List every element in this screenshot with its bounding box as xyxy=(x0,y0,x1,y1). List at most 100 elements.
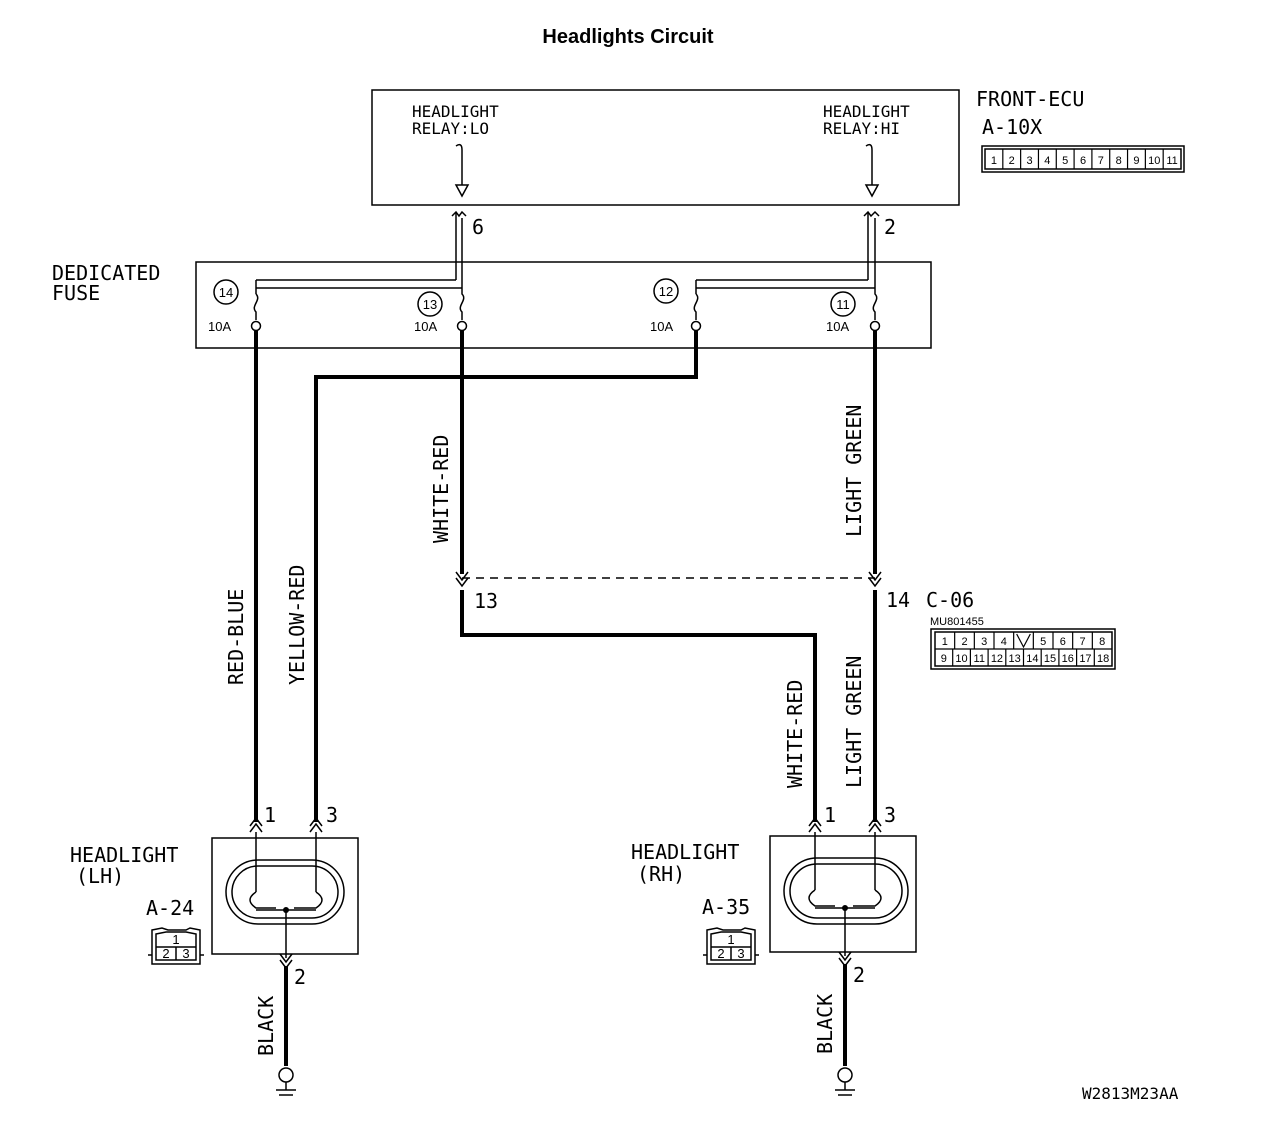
headlight-rh-pin3: 3 xyxy=(884,803,896,827)
fuse-11-number: 11 xyxy=(836,297,850,312)
junction-pin-cell: 2 xyxy=(961,636,967,648)
front-ecu-connector-label: A-10X xyxy=(982,115,1042,139)
relay-lo-arrow-icon xyxy=(454,184,470,198)
ecu-pin-cell: 5 xyxy=(1062,155,1068,167)
junction-pin-cell: 7 xyxy=(1079,636,1085,648)
junction-pin-cell: 8 xyxy=(1099,636,1105,648)
headlight-lh-bulb-icon xyxy=(225,859,345,925)
fuse-13: 13 10A xyxy=(414,288,468,334)
fuse-13-rating: 10A xyxy=(414,319,437,334)
fuse-12: 12 10A xyxy=(650,278,702,334)
ecu-pin-cell: 9 xyxy=(1133,155,1139,167)
junction-pin-cell: 17 xyxy=(1079,653,1091,665)
fuse-14: 14 10A xyxy=(208,279,262,334)
harness-wires xyxy=(254,331,877,822)
headlight-rh: HEADLIGHT (RH) A-35 1 3 2 BLACK 1 xyxy=(631,803,917,1096)
svg-text:2: 2 xyxy=(717,946,724,961)
fuse-label-line2: FUSE xyxy=(52,281,100,305)
fuse-block-box xyxy=(195,261,932,349)
fuse-14-rating: 10A xyxy=(208,319,231,334)
diagram-title: Headlights Circuit xyxy=(542,26,713,48)
fuse-11: 11 10A xyxy=(826,288,881,334)
headlight-rh-pin3-arrow-icon xyxy=(868,816,882,833)
dedicated-fuse-block: DEDICATED FUSE 14 10A 13 10A xyxy=(52,261,932,349)
relay-hi-arrow-stem xyxy=(865,143,873,185)
junction-pin-cell: 18 xyxy=(1097,653,1109,665)
label-red-blue: RED-BLUE xyxy=(224,589,248,685)
relay-lo-arrow-stem xyxy=(455,143,463,185)
svg-text:2: 2 xyxy=(162,946,169,961)
front-ecu-box xyxy=(371,89,960,206)
headlight-rh-label-line2: (RH) xyxy=(637,862,685,886)
ecu-pin-lo: 6 xyxy=(472,215,484,239)
relay-hi-label-line2: RELAY:HI xyxy=(823,119,900,138)
headlight-rh-label-line1: HEADLIGHT xyxy=(631,840,739,864)
headlight-lh-pin3-arrow-icon xyxy=(309,816,323,833)
fuse-label-line1: DEDICATED xyxy=(52,261,160,285)
headlight-lh-pin3: 3 xyxy=(326,803,338,827)
junction-pin-cell: 10 xyxy=(955,653,967,665)
junction-pin-right: 14 xyxy=(886,588,910,612)
relay-lo-label-line1: HEADLIGHT xyxy=(412,102,499,121)
fuse-11-icon xyxy=(872,288,878,320)
headlight-rh-box xyxy=(769,835,917,953)
headlight-lh-label-line2: (LH) xyxy=(76,864,124,888)
headlight-rh-pin1: 1 xyxy=(824,803,836,827)
headlight-rh-connector-label: A-35 xyxy=(702,895,750,919)
ecu-pin-cell: 4 xyxy=(1044,155,1050,167)
junction-pin-cell: 1 xyxy=(942,636,948,648)
svg-text:1: 1 xyxy=(727,932,734,947)
ecu-pin-cell: 7 xyxy=(1098,155,1104,167)
junction-pin-cell: 11 xyxy=(974,653,985,665)
junction-connector-label: C-06 xyxy=(926,588,974,612)
junction-pin-cell: 6 xyxy=(1060,636,1066,648)
junction-pin-cell: 14 xyxy=(1026,653,1038,665)
junction-pin-cell: 15 xyxy=(1044,653,1056,665)
front-ecu: HEADLIGHT RELAY:LO HEADLIGHT RELAY:HI FR… xyxy=(371,87,1185,206)
headlight-lh-pin1: 1 xyxy=(264,803,276,827)
label-yellow-red: YELLOW-RED xyxy=(285,565,309,685)
headlight-rh-pin2: 2 xyxy=(853,963,865,987)
junction-pin-cell: 13 xyxy=(1009,653,1021,665)
fuse-14-icon xyxy=(253,293,259,320)
headlight-lh-connector-icon: 1 2 3 xyxy=(148,927,204,965)
junction-pin-cell: 9 xyxy=(941,653,947,665)
ecu-pin-cell: 2 xyxy=(1009,155,1015,167)
junction-pin-cell: 16 xyxy=(1062,653,1074,665)
wire-white-red-lower xyxy=(460,590,817,822)
ecu-pin-cell: 3 xyxy=(1026,155,1032,167)
ecu-pin-cell: 11 xyxy=(1166,155,1177,167)
label-black-lh: BLACK xyxy=(254,996,278,1056)
front-ecu-label: FRONT-ECU xyxy=(976,87,1084,111)
fuse-12-rating: 10A xyxy=(650,319,673,334)
wire-yellow-red xyxy=(314,331,698,822)
label-black-rh: BLACK xyxy=(813,994,837,1054)
headlight-rh-pin1-arrow-icon xyxy=(808,816,822,833)
ecu-output-wires: 6 2 xyxy=(451,210,896,288)
junction-right-arrow-icon xyxy=(868,571,882,588)
svg-text:1: 1 xyxy=(172,932,179,947)
svg-text:3: 3 xyxy=(182,946,189,961)
drawing-id: W2813M23AA xyxy=(1082,1084,1179,1103)
fuse-13-icon xyxy=(459,288,465,320)
headlight-lh-pin1-arrow-icon xyxy=(249,816,263,833)
headlight-lh-connector-label: A-24 xyxy=(146,896,194,920)
label-light-green-lower: LIGHT GREEN xyxy=(842,656,866,788)
label-white-red-lower: WHITE-RED xyxy=(783,680,807,788)
relay-lo-label-line2: RELAY:LO xyxy=(412,119,489,138)
junction-part-number: MU801455 xyxy=(930,616,984,628)
headlight-lh: HEADLIGHT (LH) A-24 1 3 2 BLACK xyxy=(70,803,359,1096)
junction-pin-cell: 4 xyxy=(1001,636,1007,648)
fuse-12-number: 12 xyxy=(659,284,673,299)
svg-text:3: 3 xyxy=(737,946,744,961)
ecu-pin-cell: 10 xyxy=(1148,155,1160,167)
headlight-lh-pin2: 2 xyxy=(294,965,306,989)
label-white-red-upper: WHITE-RED xyxy=(429,435,453,543)
headlight-lh-box xyxy=(211,837,359,955)
headlight-rh-connector-icon: 1 2 3 xyxy=(703,927,759,965)
relay-hi-label-line1: HEADLIGHT xyxy=(823,102,910,121)
junction-pin-cell: 3 xyxy=(981,636,987,648)
